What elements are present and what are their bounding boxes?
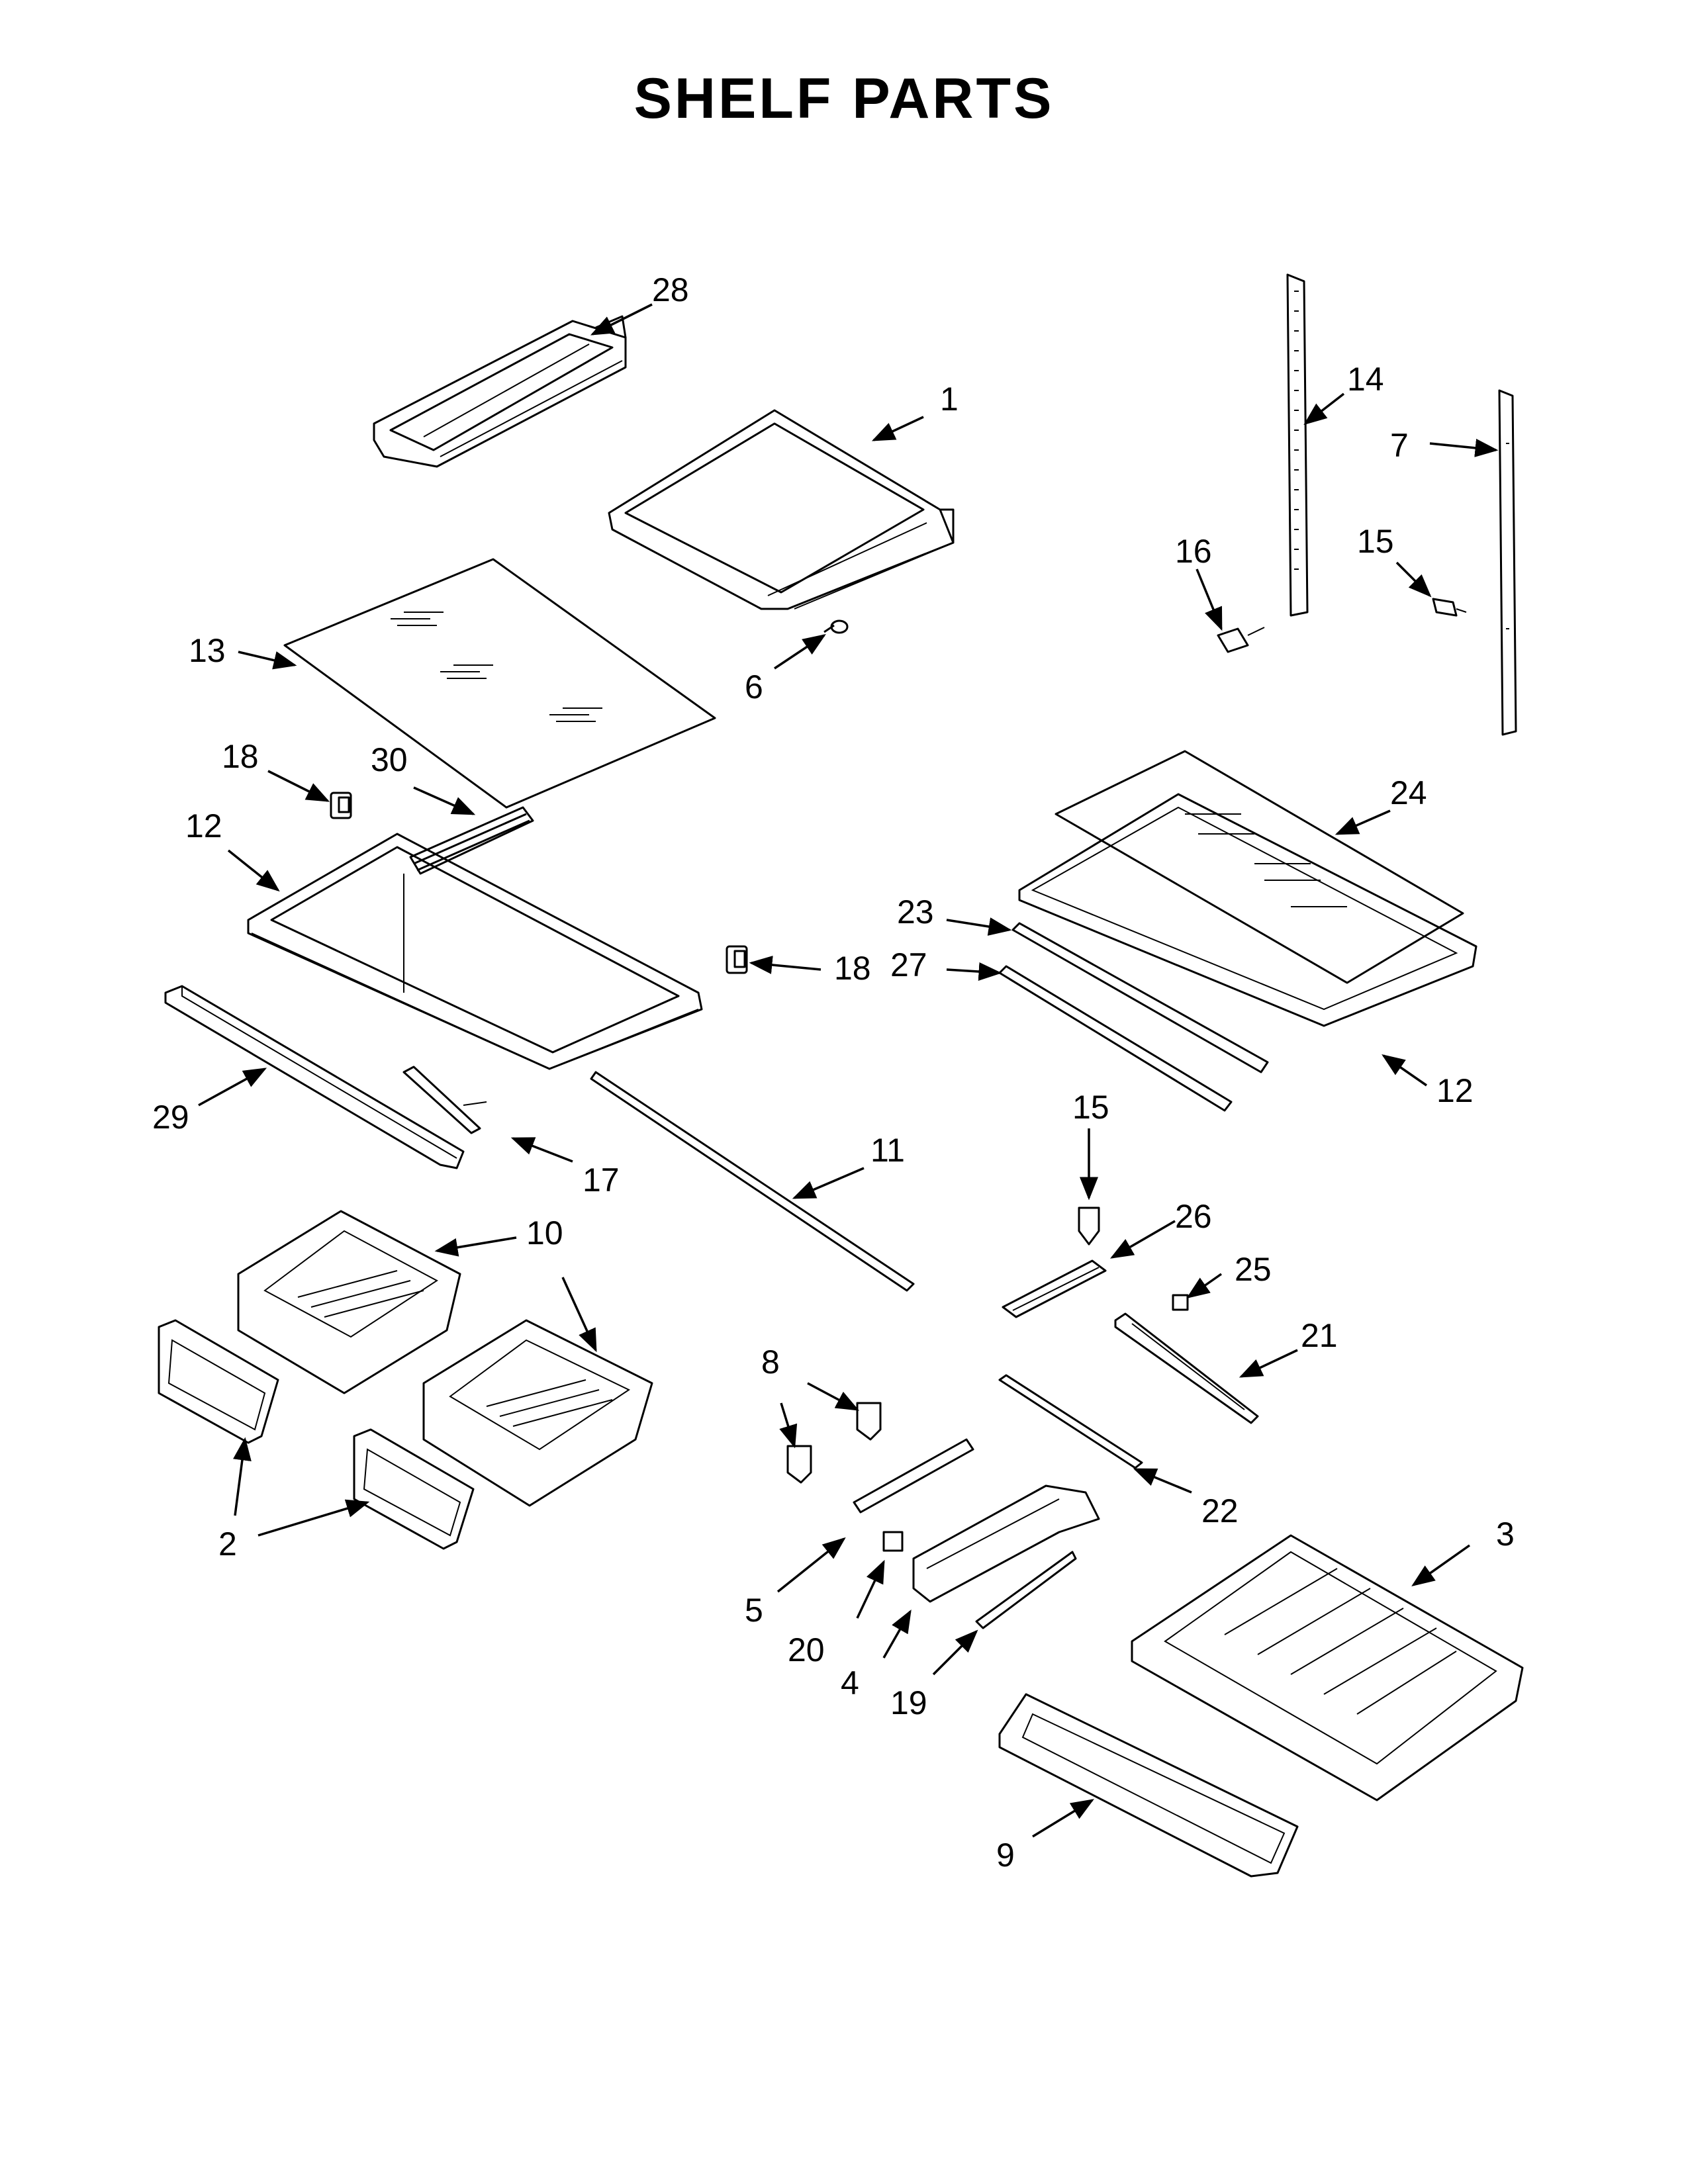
callout-28: 28	[652, 271, 689, 308]
callout-29: 29	[152, 1099, 189, 1136]
callout-19: 19	[890, 1684, 927, 1721]
callout-5: 5	[745, 1592, 763, 1629]
callout-27: 27	[890, 946, 927, 983]
callout-25: 25	[1235, 1251, 1272, 1288]
callout-12-left: 12	[185, 807, 222, 844]
callout-16: 16	[1175, 533, 1212, 570]
part-15-screw-lower	[1078, 1206, 1100, 1246]
part-16-screw	[1217, 627, 1265, 653]
part-14-ladder-rail	[1286, 273, 1309, 617]
callout-3: 3	[1496, 1516, 1515, 1553]
part-18-bracket-upper	[330, 792, 352, 819]
part-21-rail	[1114, 1312, 1259, 1424]
part-22-rail	[998, 1374, 1143, 1469]
part-2-crisper-front-left	[158, 1319, 279, 1444]
callout-24: 24	[1390, 774, 1427, 811]
callout-23: 23	[897, 893, 934, 931]
part-27-strip	[998, 965, 1233, 1112]
part-9-drawer-front	[998, 1693, 1299, 1878]
part-20-clip	[882, 1531, 904, 1552]
callout-2: 2	[218, 1525, 237, 1563]
callout-8: 8	[761, 1343, 780, 1381]
part-12-shelf-frame-right	[1018, 793, 1477, 1027]
part-10-crisper-left	[237, 1210, 461, 1394]
part-5-bar	[853, 1438, 974, 1514]
callout-17: 17	[583, 1161, 620, 1199]
part-30-bracket	[403, 806, 534, 993]
part-17-slide	[402, 1066, 487, 1134]
callout-18-lower: 18	[834, 950, 871, 987]
part-2-crisper-front-right	[353, 1428, 475, 1550]
part-10-crisper-right	[422, 1319, 653, 1507]
part-19-rod	[975, 1551, 1077, 1629]
callout-6: 6	[745, 668, 763, 705]
part-4-bracket	[912, 1484, 1100, 1603]
callout-7: 7	[1390, 427, 1409, 464]
part-1-shelf-frame	[608, 409, 955, 610]
leader-arrows	[198, 303, 1499, 1838]
part-26-bracket	[1002, 1259, 1107, 1318]
callout-10: 10	[526, 1214, 563, 1251]
part-24-glass-frame	[1055, 750, 1464, 984]
part-28-caddy	[373, 315, 627, 468]
part-6-screw	[823, 619, 849, 634]
callout-20: 20	[788, 1631, 825, 1668]
part-29-trim	[164, 985, 465, 1169]
page-title: SHELF PARTS	[633, 67, 1055, 130]
part-11-rod	[590, 1071, 915, 1292]
callout-9: 9	[996, 1837, 1015, 1874]
callout-21: 21	[1301, 1317, 1338, 1354]
callout-30: 30	[371, 741, 408, 778]
part-13-glass-panel	[283, 558, 716, 809]
callout-13: 13	[189, 632, 226, 669]
part-8-screws	[786, 1402, 882, 1484]
callout-26: 26	[1175, 1198, 1212, 1235]
part-23-strip	[1011, 922, 1269, 1073]
callout-11: 11	[870, 1132, 905, 1169]
callout-labels: 28 1 14 7 16 15 13 6 18 30 12 24 23 27 1…	[152, 271, 1515, 1874]
callout-1: 1	[940, 381, 959, 418]
callout-14: 14	[1347, 361, 1384, 398]
part-15-screw-upper	[1432, 598, 1467, 617]
part-7-rail	[1498, 389, 1517, 736]
callout-15-lower: 15	[1072, 1089, 1109, 1126]
callout-15-upper: 15	[1357, 523, 1394, 560]
callout-4: 4	[841, 1664, 859, 1702]
callout-22: 22	[1201, 1492, 1239, 1529]
part-12-shelf-frame-left	[247, 833, 703, 1070]
part-3-tray	[1131, 1534, 1524, 1801]
part-18-bracket-lower	[726, 945, 748, 974]
callout-18-upper: 18	[222, 738, 259, 775]
callout-12-right: 12	[1436, 1072, 1474, 1109]
part-25-clip	[1172, 1294, 1189, 1311]
